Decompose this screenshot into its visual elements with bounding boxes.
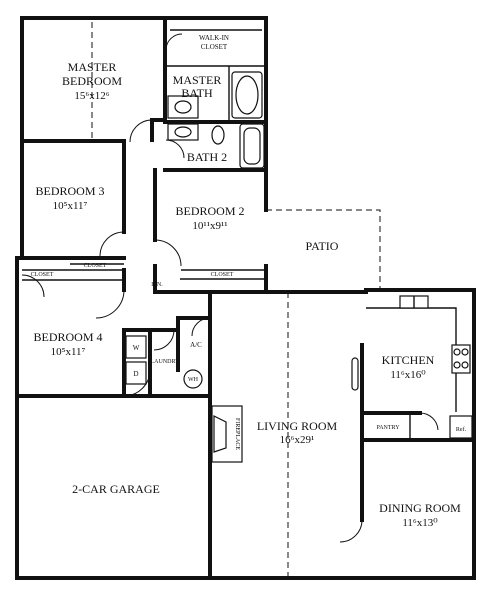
bedroom2-label: BEDROOM 2 <box>175 204 244 218</box>
walk-in-closet-label-2: CLOSET <box>201 43 228 51</box>
linen-closet-label: LIN. <box>151 282 163 288</box>
master-bath-label: MASTER <box>173 73 222 87</box>
master-bath-label-2: BATH <box>181 86 213 100</box>
dashed-lines <box>91 22 381 578</box>
pantry-label: PANTRY <box>376 425 400 431</box>
master-bedroom-label-2: BEDROOM <box>62 74 122 88</box>
bedroom2-dims: 10¹¹x9¹¹ <box>192 220 227 232</box>
dining-room-label: DINING ROOM <box>379 501 461 515</box>
closet-b3-label: CLOSET <box>84 263 107 269</box>
washer-label: W <box>133 344 140 352</box>
master-bedroom-label: MASTER <box>68 60 117 74</box>
bedroom3-dims: 10⁵x11⁷ <box>53 200 88 212</box>
fireplace-label: FIREPLACE <box>234 418 240 450</box>
bedroom4-label: BEDROOM 4 <box>33 330 102 344</box>
kitchen-dims: 11⁶x16⁰ <box>390 369 426 381</box>
bath2-label: BATH 2 <box>187 150 227 164</box>
dryer-label: D <box>133 370 138 378</box>
interior-walls <box>20 20 476 580</box>
bedroom4-dims: 10⁵x11⁷ <box>51 346 86 358</box>
water-heater-label: WH <box>188 377 199 383</box>
fixtures <box>70 29 473 463</box>
master-bedroom-dims: 15⁶x12⁶ <box>74 90 109 102</box>
dining-room-dims: 11⁶x13⁰ <box>402 517 438 529</box>
refrigerator-label: Ref. <box>456 426 467 433</box>
living-room-dims: 16⁶x29¹ <box>280 434 315 446</box>
closet-b2-label: CLOSET <box>211 272 234 278</box>
laundry-label: LAUNDRY <box>150 359 180 365</box>
walk-in-closet-label: WALK-IN <box>199 34 229 42</box>
bedroom3-label: BEDROOM 3 <box>35 184 104 198</box>
living-room-label: LIVING ROOM <box>257 419 338 433</box>
kitchen-label: KITCHEN <box>382 353 435 367</box>
garage-label: 2-CAR GARAGE <box>72 482 160 496</box>
closet-b4-label: CLOSET <box>31 272 54 278</box>
ac-label: A/C <box>190 341 202 349</box>
patio-label: PATIO <box>306 239 339 253</box>
